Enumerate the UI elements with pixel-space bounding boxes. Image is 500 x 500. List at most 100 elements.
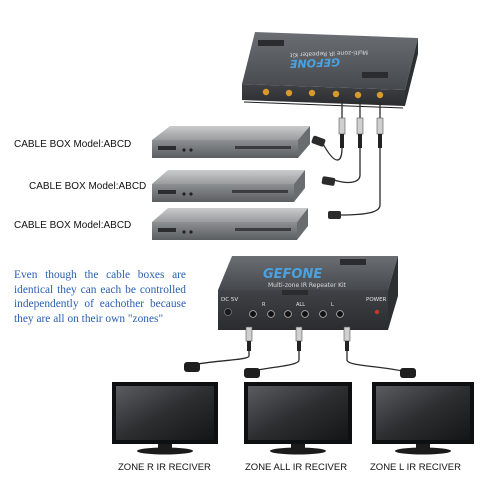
cable-box-1 (152, 126, 310, 158)
monitor-stand (137, 447, 193, 455)
audio-plug-icon (356, 117, 364, 135)
audio-plug-icon (297, 341, 301, 351)
audio-plug-icon (338, 117, 346, 135)
bottom-repeater-unit: GEFONE Multi-zone IR Repeater Kit DC 5V … (218, 256, 398, 330)
top-unit-side-face (405, 38, 418, 106)
top-unit-cables (321, 100, 381, 216)
cable-emitter-1 (321, 141, 343, 161)
top-unit-brand: GEFONE (289, 55, 340, 70)
monitor-screen (376, 386, 470, 440)
cable-box-top (152, 170, 305, 184)
top-unit-plugs (338, 117, 384, 148)
audio-plug-icon (340, 134, 344, 148)
zone-l-label: ZONE L IR RECIVER (370, 462, 461, 473)
monitor-screen (116, 386, 214, 440)
monitor-r (112, 382, 218, 455)
ir-receiver-icon (184, 362, 200, 372)
port-icon (262, 88, 270, 96)
audio-plug-icon (378, 134, 382, 148)
monitor-stand (395, 447, 451, 455)
cable-box-label-2: CABLE BOX Model:ABCD (29, 181, 147, 192)
top-unit-base-edge (243, 101, 404, 109)
cable-box-slot (232, 190, 288, 193)
port-icon (308, 89, 316, 97)
bottom-unit-badge-top (340, 259, 366, 265)
top-repeater-unit: GEFONE Multi-zone IR Repeater Kit (242, 32, 418, 109)
cable-box-label-1: CABLE BOX Model:ABCD (14, 139, 132, 150)
port-label-r: R (262, 302, 266, 308)
audio-plug-icon (376, 117, 384, 135)
dc-port-icon (224, 308, 232, 316)
cable-box-front (152, 222, 297, 240)
cable-box-side (298, 126, 310, 158)
top-unit-badge-right (362, 72, 388, 78)
port-label-all: ALL (296, 302, 305, 308)
cable-emitter-3 (339, 148, 381, 216)
monitor-neck (158, 444, 172, 448)
ir-receivers (184, 362, 416, 378)
cable-box-front (152, 140, 298, 158)
bottom-unit-cables (197, 351, 403, 372)
cable-box-display (158, 190, 176, 194)
port-label-l: L (331, 302, 334, 308)
top-unit-ports (262, 88, 384, 99)
cable-box-knob (182, 230, 186, 234)
cable-box-display (158, 228, 176, 232)
cable-receiver-l (346, 351, 403, 372)
bottom-unit-side-face (388, 256, 398, 330)
cable-emitter-2 (333, 148, 361, 184)
zone-r-label: ZONE R IR RECIVER (118, 462, 211, 473)
audio-plug-icon (245, 326, 253, 342)
ir-emitters (311, 135, 341, 219)
top-unit-front-face (242, 84, 405, 106)
cable-box-slot (235, 146, 291, 149)
cable-box-knob (189, 192, 193, 196)
cable-box-top (152, 126, 310, 140)
port-icon (332, 90, 340, 98)
cable-box-knob (182, 148, 186, 152)
power-led-icon (374, 309, 380, 315)
explanation-note: Even though the cable boxes are identica… (14, 269, 186, 325)
zone-all-label: ZONE ALL IR RECIVER (245, 462, 348, 473)
bottom-unit-title: Multi-zone IR Repeater Kit (268, 282, 347, 289)
top-unit-title: Multi-zone IR Repeater Kit (289, 48, 368, 58)
ir-emitter-icon (311, 135, 326, 147)
monitor-l (372, 382, 474, 455)
power-label: POWER (366, 297, 387, 303)
port-icon (336, 310, 344, 318)
port-icon (285, 89, 293, 97)
cable-box-3 (152, 208, 308, 240)
monitor-screen (248, 386, 348, 440)
top-unit-badge-left (258, 40, 284, 46)
port-icon (267, 310, 275, 318)
cable-box-side (294, 170, 305, 202)
cable-box-top (152, 208, 308, 222)
cable-box-knob (189, 230, 193, 234)
bottom-unit-brand: GEFONE (263, 267, 322, 282)
audio-plug-icon (358, 134, 362, 148)
port-icon (354, 91, 362, 99)
cable-box-side (297, 208, 308, 240)
bottom-unit-front-face (218, 290, 388, 330)
cable-box-knob (182, 192, 186, 196)
audio-plug-icon (247, 341, 251, 351)
ir-emitter-icon (328, 211, 341, 219)
ir-receiver-icon (400, 368, 416, 378)
port-icon (376, 91, 384, 99)
dc-label: DC 5V (221, 297, 238, 303)
ir-receiver-icon (244, 368, 260, 378)
audio-plug-icon (295, 326, 303, 342)
monitor-stand (270, 447, 326, 455)
monitor-neck (291, 444, 305, 448)
monitor-neck (416, 444, 430, 448)
bottom-unit-plugs (245, 326, 351, 351)
port-icon (319, 310, 327, 318)
port-icon (284, 310, 292, 318)
port-icon (249, 310, 257, 318)
cable-box-display (158, 146, 176, 150)
cable-receiver-all (257, 351, 300, 371)
cable-receiver-r (197, 351, 250, 365)
cable-box-label-3: CABLE BOX Model:ABCD (14, 220, 132, 231)
audio-plug-icon (345, 341, 349, 351)
